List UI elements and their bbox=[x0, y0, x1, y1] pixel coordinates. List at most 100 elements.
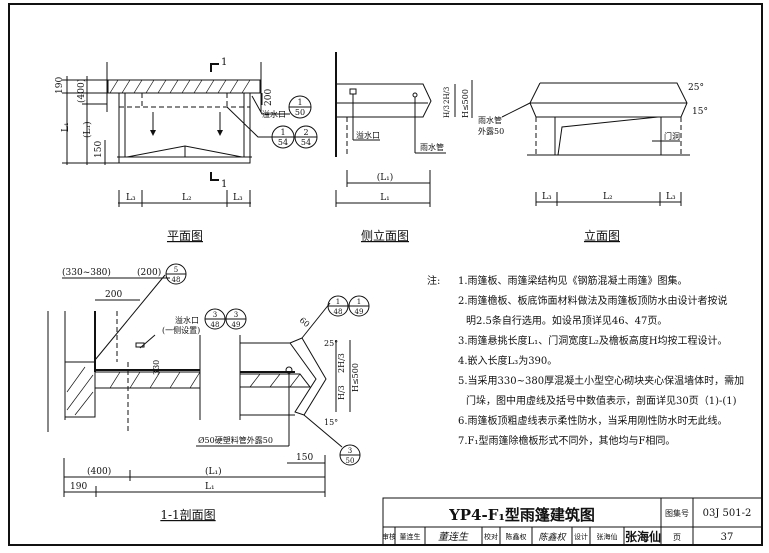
detail-ref-3-49[interactable]: 3 49 bbox=[225, 308, 247, 330]
dim-200: 200 bbox=[105, 290, 122, 300]
drain-label: 雨水管 bbox=[478, 115, 502, 125]
dim-h-max: H≤500 bbox=[461, 89, 470, 118]
overflow-label: 溢水口 bbox=[262, 109, 286, 119]
note-item: 3.雨篷悬挑长度L₁、门洞宽度L₂及檐板高度H均按工程设计。 bbox=[458, 334, 728, 347]
detail-ref-3-50[interactable]: 3 50 bbox=[339, 444, 361, 466]
detail-ref-1-54[interactable]: 1 54 bbox=[271, 125, 295, 149]
detail-ref-1-50[interactable]: 1 50 bbox=[288, 95, 312, 119]
pipe-label: Ø50硬塑料管外露50 bbox=[198, 435, 273, 445]
angle-25: 25° bbox=[688, 83, 704, 93]
ref-bottom: 50 bbox=[295, 108, 305, 117]
fascia-section bbox=[289, 337, 327, 416]
note-item: 5.当采用330~380厚混凝土小型空心砌块夹心保温墙体时，需加 bbox=[458, 374, 744, 387]
dim-400: (400) bbox=[87, 466, 111, 477]
reviewer-name: 董连生 bbox=[400, 532, 421, 541]
overflow-label: 溢水口 bbox=[356, 130, 380, 140]
check-label: 校对 bbox=[484, 532, 498, 541]
overflow-note: (一侧设置) bbox=[162, 325, 200, 335]
detail-ref-2-54[interactable]: 2 54 bbox=[294, 125, 318, 149]
dim-L1: L₁ bbox=[205, 482, 215, 492]
section-view: Ø50硬塑料管外露50 330 溢水口 (一侧设置) (330~380) (20… bbox=[47, 263, 370, 522]
drawing-title: YP4-F₁型雨篷建筑图 bbox=[448, 506, 595, 524]
angle-25: 25° bbox=[324, 339, 338, 348]
note-item: 1.雨篷板、雨篷梁结构见《钢筋混凝土雨篷》图集。 bbox=[458, 274, 688, 287]
ref-top: 1 bbox=[336, 298, 340, 306]
dim-2h3: 2H/3 bbox=[443, 87, 451, 104]
angle-15: 15° bbox=[324, 418, 338, 427]
note-item: 明2.5条自行选用。如设吊顶详见46、47页。 bbox=[466, 314, 667, 327]
reviewer-signature: 董连生 bbox=[438, 531, 469, 543]
overflow-label: 溢水口 bbox=[175, 315, 199, 325]
ref-bottom: 48 bbox=[172, 276, 181, 284]
designer-signature: 张海仙 bbox=[625, 529, 661, 544]
ref-top: 2 bbox=[303, 128, 308, 137]
ref-top: 1 bbox=[297, 98, 302, 107]
drain-exposed-label: 外露50 bbox=[478, 126, 504, 136]
section-title: 1-1剖面图 bbox=[160, 508, 215, 522]
note-item: 门垛，图中用虚线及括号中数值表示，剖面详见30页（1)-(1) bbox=[466, 394, 737, 407]
review-label: 审核 bbox=[382, 532, 396, 541]
detail-ref-1-48[interactable]: 1 48 bbox=[327, 295, 349, 317]
door-label: 门洞 bbox=[664, 131, 680, 141]
title-block: YP4-F₁型雨篷建筑图 图集号 03J 501-2 审核 董连生 董连生 校对… bbox=[382, 497, 763, 546]
angle-15: 15° bbox=[692, 107, 708, 117]
section-mark-label: 1 bbox=[221, 57, 227, 68]
ref-top: 5 bbox=[174, 266, 178, 274]
atlas-number: 03J 501-2 bbox=[703, 508, 752, 519]
dim-2h3: 2H/3 bbox=[337, 353, 346, 373]
side-elevation-title: 侧立面图 bbox=[361, 228, 409, 243]
dim-L2: L₂ bbox=[603, 192, 613, 202]
ref-bottom: 50 bbox=[346, 457, 355, 465]
ref-bottom: 49 bbox=[355, 308, 364, 316]
dim-L2: L₂ bbox=[182, 193, 192, 203]
dim-L1: L₁ bbox=[380, 193, 390, 203]
section-mark-bottom bbox=[210, 172, 219, 181]
dim-L1: L₁ bbox=[61, 122, 71, 132]
note-item: 6.雨篷板顶粗虚线表示柔性防水，当采用刚性防水时无此线。 bbox=[458, 414, 728, 427]
dim-L3: L₃ bbox=[542, 192, 552, 202]
page-number: 37 bbox=[721, 532, 734, 543]
canopy-front bbox=[529, 82, 688, 118]
canopy-side bbox=[336, 83, 432, 118]
dim-200: 200 bbox=[264, 89, 274, 106]
dim-L1-paren: (L₁) bbox=[82, 121, 93, 138]
dim-60: 60 bbox=[298, 316, 312, 329]
dim-h3: H/3 bbox=[443, 105, 451, 118]
ref-top: 3 bbox=[234, 311, 238, 319]
dim-L3: L₃ bbox=[233, 193, 243, 203]
notes: 注: 1.雨篷板、雨篷梁结构见《钢筋混凝土雨篷》图集。 2.雨篷檐板、板底饰面材… bbox=[427, 274, 744, 447]
dim-190: 190 bbox=[70, 482, 87, 492]
detail-ref-3-48[interactable]: 3 48 bbox=[204, 308, 226, 330]
checker-signature: 陈鑫权 bbox=[538, 532, 567, 543]
ref-bottom: 54 bbox=[301, 138, 311, 147]
detail-ref-1-49[interactable]: 1 49 bbox=[348, 295, 370, 317]
dim-190: 190 bbox=[55, 77, 65, 94]
dim-200-paren: (200) bbox=[137, 267, 161, 278]
dim-h3: H/3 bbox=[337, 385, 346, 400]
drain-label: 雨水管 bbox=[420, 142, 444, 152]
checker-name: 陈鑫权 bbox=[506, 532, 527, 541]
note-item: 7.F₁型雨篷除檐板形式不同外，其他均与F相同。 bbox=[458, 434, 675, 447]
detail-ref-5-48[interactable]: 5 48 bbox=[165, 263, 187, 285]
ref-bottom: 54 bbox=[278, 138, 288, 147]
dim-L1-paren: (L₁) bbox=[205, 466, 222, 477]
dim-330: 330 bbox=[152, 360, 161, 375]
dim-L1-paren: (L₁) bbox=[377, 172, 394, 183]
ref-top: 1 bbox=[280, 128, 285, 137]
ref-bottom: 48 bbox=[211, 321, 220, 329]
dim-400: (400) bbox=[76, 79, 87, 103]
dim-h-max: H≤500 bbox=[351, 363, 360, 392]
ref-top: 3 bbox=[213, 311, 217, 319]
front-elevation-view: 门洞 25° 15° 雨水管 外露50 L₃ L₂ L₃ 立面图 bbox=[478, 82, 708, 243]
dim-L3: L₃ bbox=[666, 192, 676, 202]
ref-top: 1 bbox=[357, 298, 361, 306]
dim-150: 150 bbox=[296, 453, 313, 463]
dim-150: 150 bbox=[94, 141, 104, 158]
designer-name: 张海仙 bbox=[597, 532, 618, 541]
ref-top: 3 bbox=[348, 447, 352, 455]
ref-bottom: 48 bbox=[334, 308, 343, 316]
section-mark-top bbox=[210, 63, 219, 72]
canopy-outline bbox=[118, 92, 251, 164]
